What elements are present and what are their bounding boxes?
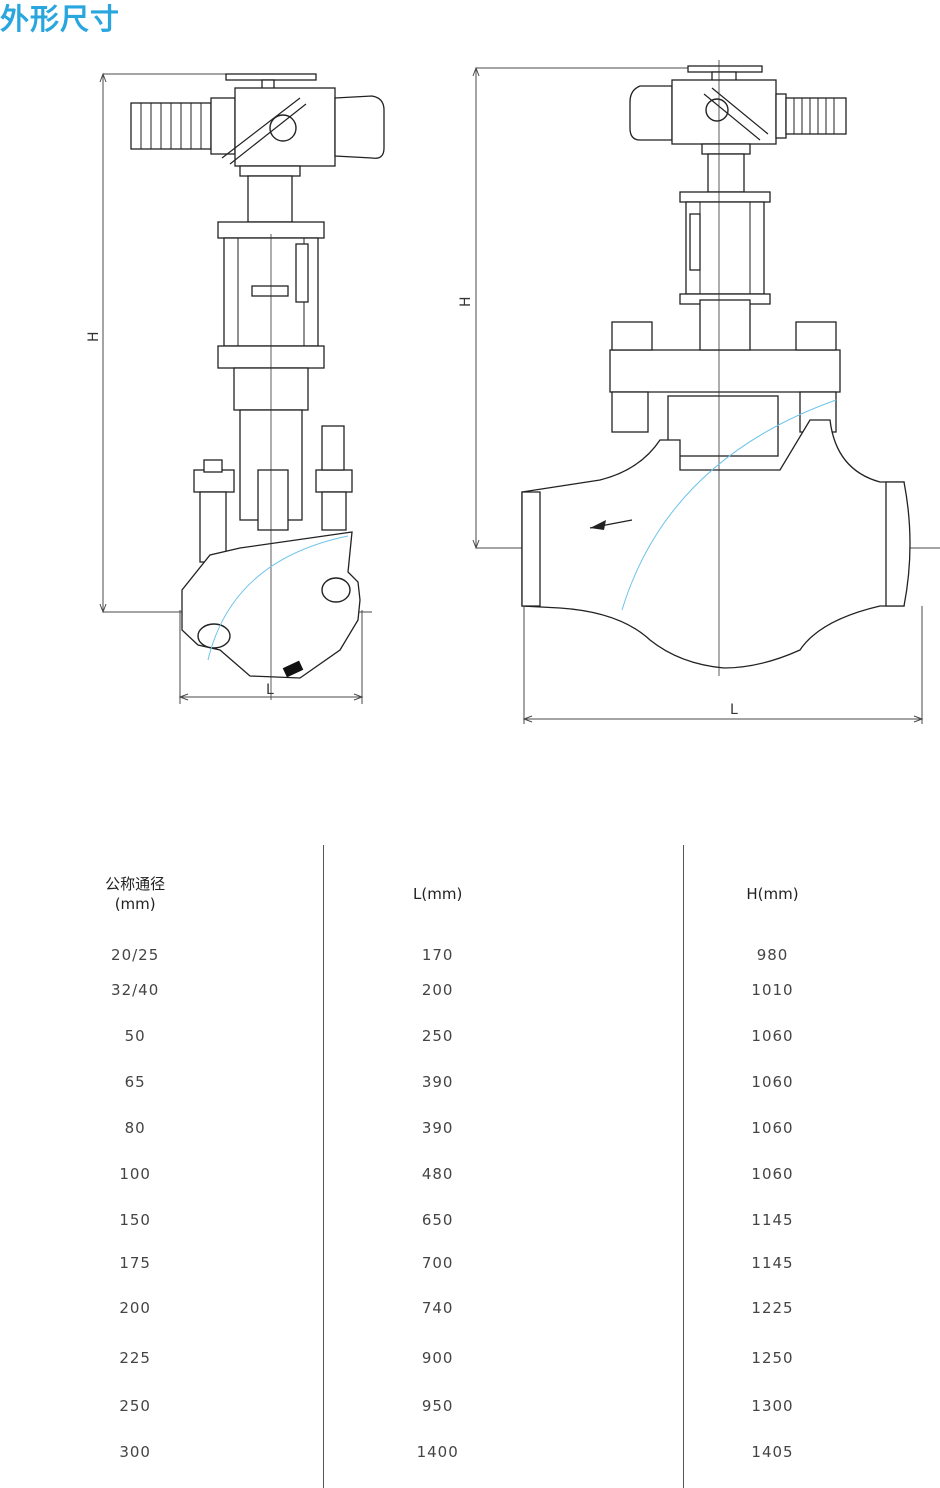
right-length-label: L (730, 702, 738, 718)
table-row: 200 740 1225 (0, 1283, 940, 1333)
cell-h: 1145 (751, 1211, 794, 1229)
table-row: 80 390 1060 (0, 1105, 940, 1151)
cell-l: 950 (421, 1397, 454, 1415)
cell-l: 650 (421, 1211, 454, 1229)
cell-h: 1060 (751, 1027, 794, 1045)
table-row: 32/40 200 1010 (0, 966, 940, 1013)
cell-h: 980 (756, 945, 789, 964)
table-row: 100 480 1060 (0, 1151, 940, 1197)
table-row: 225 900 1250 (0, 1333, 940, 1383)
column-separator (323, 845, 324, 1488)
header-height: H(mm) (746, 885, 799, 903)
cell-dn: 200 (119, 1299, 151, 1317)
table-row: 50 250 1060 (0, 1013, 940, 1059)
column-separator (683, 845, 684, 1488)
cell-l: 1400 (416, 1443, 459, 1461)
table-row: 175 700 1145 (0, 1243, 940, 1283)
cell-l: 390 (421, 1073, 454, 1091)
cell-dn: 175 (119, 1254, 151, 1272)
header-nominal-diameter: 公称通径 (mm) (105, 875, 166, 913)
cell-h: 1145 (751, 1254, 794, 1272)
cell-dn: 300 (119, 1443, 151, 1461)
page-title: 外形尺寸 (0, 2, 121, 36)
left-height-label: H (86, 331, 102, 342)
valve-dimension-drawing: H (86, 60, 940, 724)
cell-h: 1060 (751, 1119, 794, 1137)
cell-h: 1225 (751, 1299, 794, 1317)
table-row: 20/25 170 980 (0, 943, 940, 966)
cell-dn: 80 (124, 1119, 146, 1137)
table-row: 65 390 1060 (0, 1059, 940, 1105)
header-length: L(mm) (413, 885, 463, 903)
dimension-table: 公称通径 (mm) L(mm) H(mm) 20/25 170 980 32/40 20… (0, 845, 940, 1475)
table-row: 150 650 1145 (0, 1197, 940, 1243)
cell-dn: 100 (119, 1165, 151, 1183)
cell-h: 1060 (751, 1073, 794, 1091)
cell-h: 1300 (751, 1397, 794, 1415)
cell-dn: 250 (119, 1397, 151, 1415)
cell-dn: 32/40 (111, 980, 160, 999)
table-header-row: 公称通径 (mm) L(mm) H(mm) (0, 845, 940, 943)
cell-h: 1250 (751, 1349, 794, 1367)
cell-dn: 225 (119, 1349, 151, 1367)
cell-l: 740 (421, 1299, 454, 1317)
cell-l: 480 (421, 1165, 454, 1183)
left-valve-drawing: H (86, 72, 385, 704)
cell-h: 1405 (751, 1443, 794, 1461)
cell-l: 250 (421, 1027, 454, 1045)
cell-l: 900 (421, 1349, 454, 1367)
cell-l: 390 (421, 1119, 454, 1137)
cell-dn: 50 (124, 1027, 146, 1045)
left-length-label: L (266, 682, 274, 698)
cell-dn: 150 (119, 1211, 151, 1229)
cell-h: 1010 (751, 980, 794, 999)
cell-h: 1060 (751, 1165, 794, 1183)
cell-l: 170 (421, 945, 454, 964)
right-valve-drawing: H (458, 60, 940, 724)
table-row: 300 1400 1405 (0, 1429, 940, 1475)
cell-dn: 20/25 (111, 945, 160, 964)
cell-dn: 65 (124, 1073, 146, 1091)
right-height-label: H (458, 296, 474, 307)
table-row: 250 950 1300 (0, 1383, 940, 1429)
cell-l: 200 (421, 980, 454, 999)
cell-l: 700 (421, 1254, 454, 1272)
